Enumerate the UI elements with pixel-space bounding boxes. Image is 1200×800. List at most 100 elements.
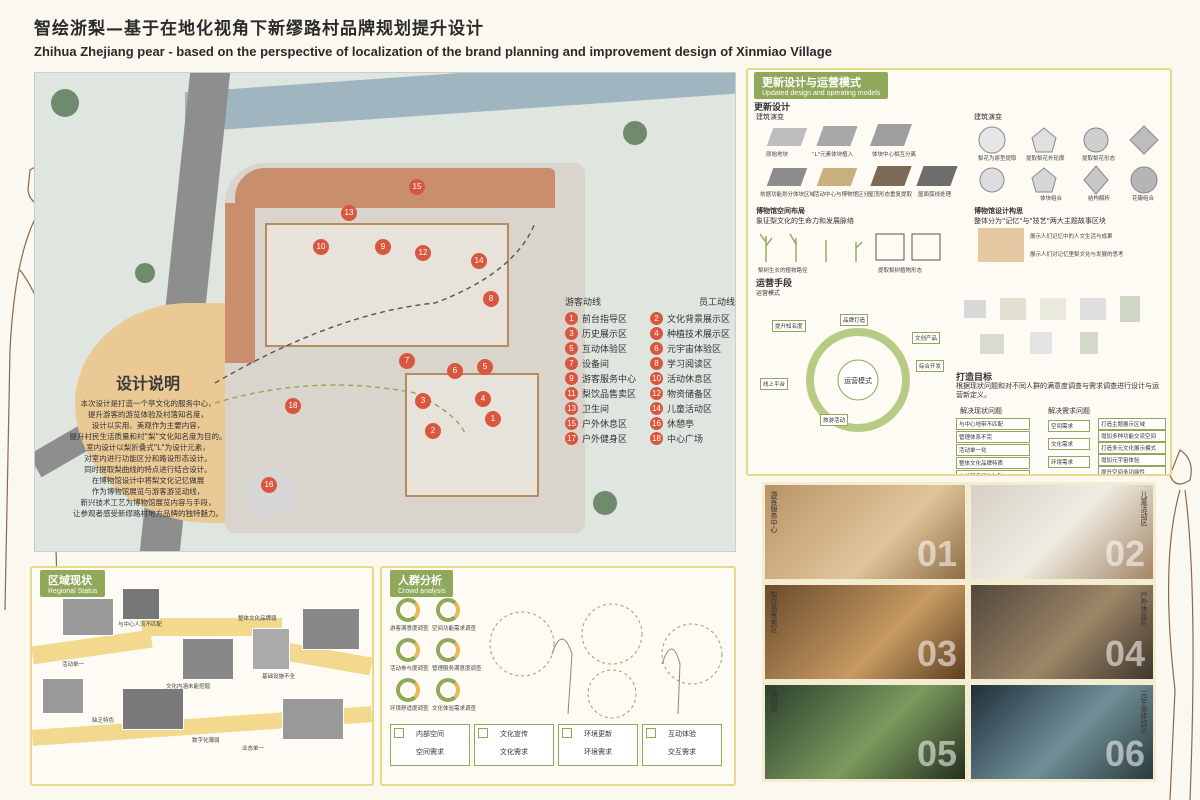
zone-marker-14[interactable]: 14	[471, 253, 487, 269]
regional-note: 基础设施不全	[262, 674, 296, 680]
zone-marker-12[interactable]: 12	[415, 245, 431, 261]
product-gallery	[960, 296, 1160, 366]
operate-node: 文创产品	[912, 332, 941, 344]
legend-number: 14	[650, 402, 663, 415]
target-right-head: 解决需求问题	[1048, 407, 1090, 415]
target-item: 文化需求	[1048, 438, 1090, 450]
donut-chart	[436, 638, 460, 662]
zone-marker-2[interactable]: 2	[425, 423, 441, 439]
legend-label: 文化背景展示区	[667, 315, 731, 325]
flower-caption: 体块组合	[1040, 196, 1063, 202]
plant-caption: 提取梨树植物形态	[878, 268, 923, 274]
target-item: 空间需求	[1048, 420, 1090, 432]
legend-number: 9	[565, 372, 578, 385]
design-note-line: 同时提取梨曲线的特点进行结合设计。	[84, 465, 212, 474]
target-desc: 根据现状问题和对不同人群的满意度调查与需求调查进行设计与运营新定义。	[956, 382, 1159, 399]
zone-marker-4[interactable]: 4	[475, 391, 491, 407]
target-item: 打造主题展示区域	[1098, 418, 1166, 430]
legend-label: 游客服务中心	[582, 375, 637, 385]
flower-caption: 梨花为原型提取	[978, 156, 1017, 162]
zone-marker-13[interactable]: 13	[341, 205, 357, 221]
photo-01: 游客服务中心 01	[762, 482, 968, 582]
legend-label: 活动休息区	[667, 375, 713, 385]
target-left-head: 解决现状问题	[960, 407, 1002, 415]
photo-02: 儿童活动区 02	[968, 482, 1156, 582]
regional-note: 与中心人流不匹配	[118, 622, 163, 628]
zone-marker-3[interactable]: 3	[415, 393, 431, 409]
zone-marker-10[interactable]: 10	[313, 239, 329, 255]
zone-marker-18[interactable]: 18	[285, 398, 301, 414]
legend-item-11[interactable]: 11 梨饮品售卖区	[565, 386, 650, 401]
legend-label: 梨饮品售卖区	[582, 390, 637, 400]
update-design-subtitle: 更新设计	[754, 103, 791, 113]
target-item: 交互需求	[1048, 474, 1090, 476]
photo-number: 02	[1104, 533, 1145, 574]
massing-step-8	[916, 166, 958, 186]
museum-note: 展示人们记忆中的人文生活与成果	[1030, 234, 1113, 240]
shape-caption: "L"元素体块植入	[812, 152, 854, 158]
status-photo	[62, 598, 114, 636]
target-item: 管理体系不完	[956, 431, 1030, 443]
photo-label: 梨饮品售卖区	[770, 591, 778, 633]
zone-marker-9[interactable]: 9	[375, 239, 391, 255]
shape-caption: 活动中心与博物馆区分	[814, 192, 870, 198]
need-card: 文化宣传文化需求	[474, 724, 554, 766]
photo-03: 梨饮品售卖区 03	[762, 582, 968, 682]
target-item: 整体文化品牌特质	[956, 457, 1030, 469]
donut-chart	[436, 678, 460, 702]
donut-chart	[396, 598, 420, 622]
target-item: 提升空间多功能性	[1098, 466, 1166, 474]
zone-marker-6[interactable]: 6	[447, 363, 463, 379]
massing-step-3	[869, 124, 913, 146]
legend-label: 元宇宙体验区	[667, 345, 722, 355]
flower-caption: 结构解析	[1088, 196, 1111, 202]
design-note-line: 设计以实用、美观作为主要内容，	[91, 421, 205, 430]
design-note-line: 让参观者感受新缪路村地方品牌的独特魅力。	[73, 509, 223, 518]
legend-staff-route: 员工动线	[698, 298, 735, 308]
legend-label: 前台指导区	[582, 315, 628, 325]
zone-marker-5[interactable]: 5	[477, 359, 493, 375]
design-note-line: 室内设计以梨折叠式"L"为设计元素，	[86, 443, 210, 452]
photo-label: 儿童活动区	[1140, 491, 1148, 526]
zone-marker-1[interactable]: 1	[485, 411, 501, 427]
wood-deck-left	[225, 203, 255, 363]
legend-number: 18	[650, 432, 663, 445]
legend-label: 儿童活动区	[667, 405, 713, 415]
zone-marker-15[interactable]: 15	[409, 179, 425, 195]
regional-note: 缺乏特色	[92, 718, 115, 724]
zone-marker-16[interactable]: 16	[261, 477, 277, 493]
zone-marker-8[interactable]: 8	[483, 291, 499, 307]
arch-evolution-right: 建筑演变	[974, 113, 1002, 121]
sketch-figure-right	[1168, 449, 1194, 800]
legend-item-9[interactable]: 9 游客服务中心	[565, 371, 650, 386]
legend-number: 11	[565, 387, 578, 400]
need-icon	[394, 728, 404, 738]
legend-item-14[interactable]: 14 儿童活动区	[650, 401, 735, 416]
zone-marker-7[interactable]: 7	[399, 353, 415, 369]
site-plan: 15 13 10 9 12 14 8 7 6 5 3 4 2 1 18 16	[34, 72, 736, 552]
need-icon	[562, 728, 572, 738]
legend-number: 5	[565, 342, 578, 355]
regional-note: 整体文化品牌弱	[238, 616, 277, 622]
legend-label: 卫生间	[582, 405, 610, 415]
operate-subtitle: 运营模式	[756, 290, 781, 297]
target-item: 与中心地带不匹配	[956, 418, 1030, 430]
donut-caption: 活动参与度调查	[390, 666, 429, 672]
